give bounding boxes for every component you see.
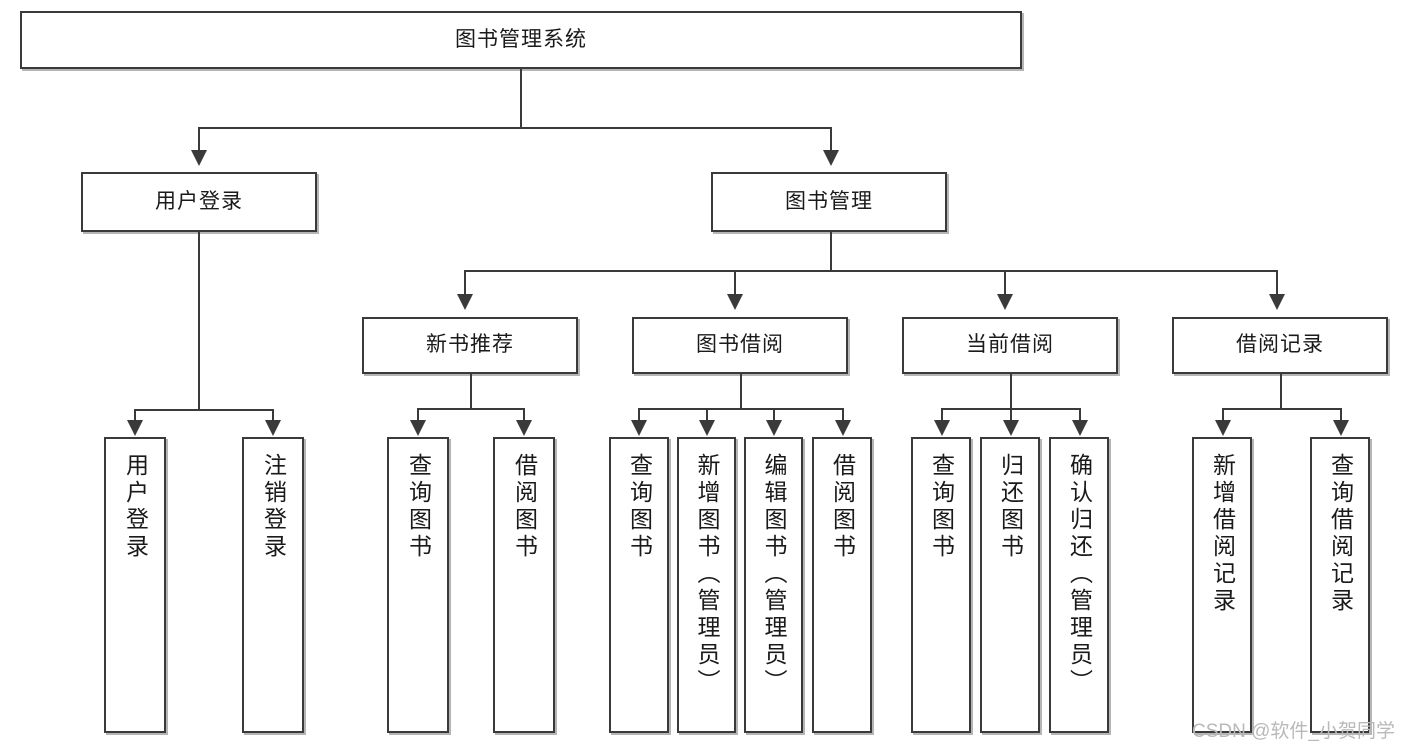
connector-bb-drop-3: [773, 408, 775, 421]
node-user-login[interactable]: 用户登录: [81, 172, 317, 232]
arrowhead-leaf-borrow-book-1: [516, 420, 532, 436]
leaf-borrow-book-2[interactable]: 借阅图书: [812, 437, 872, 733]
arrowhead-leaf-user-login: [127, 420, 143, 436]
leaf-query-book-3-label: 查询图书: [928, 453, 955, 561]
node-root[interactable]: 图书管理系统: [20, 11, 1022, 69]
arrowhead-current-borrow: [997, 294, 1013, 310]
connector-nbr-drop-2: [523, 408, 525, 421]
leaf-confirm-return[interactable]: 确认归还（管理员）: [1049, 437, 1109, 733]
connector-cb-drop-2: [1010, 408, 1012, 421]
node-book-borrow-label: 图书借阅: [696, 333, 784, 357]
connector-root-to-book-management: [830, 127, 832, 151]
connector-borrow-record-stem: [1280, 374, 1282, 409]
leaf-user-logout-label: 注销登录: [260, 453, 287, 561]
connector-book-borrow-bus: [638, 408, 842, 410]
arrowhead-leaf-query-book-1: [410, 420, 426, 436]
connector-current-borrow-stem: [1010, 374, 1012, 409]
leaf-query-book-2-label: 查询图书: [626, 453, 653, 561]
leaf-confirm-return-label: 确认归还（管理员）: [1066, 453, 1093, 696]
leaf-query-book-2[interactable]: 查询图书: [609, 437, 669, 733]
connector-br-drop-2: [1340, 408, 1342, 421]
leaf-user-login[interactable]: 用户登录: [104, 437, 166, 733]
node-root-label: 图书管理系统: [455, 27, 587, 51]
connector-cb-drop-3: [1079, 408, 1081, 421]
connector-to-book-borrow: [734, 270, 736, 295]
connector-bb-drop-4: [842, 408, 844, 421]
connector-bb-drop-2: [706, 408, 708, 421]
leaf-borrow-book-1-label: 借阅图书: [511, 453, 538, 561]
arrowhead-user-login: [191, 150, 207, 166]
connector-book-borrow-stem: [740, 374, 742, 409]
connector-to-borrow-record: [1276, 270, 1278, 295]
leaf-user-login-label: 用户登录: [122, 453, 149, 561]
arrowhead-borrow-record: [1269, 294, 1285, 310]
connector-borrow-record-bus: [1222, 408, 1340, 410]
connector-user-login-drop-2: [272, 409, 274, 421]
connector-root-to-user-login: [198, 127, 200, 151]
node-borrow-record-label: 借阅记录: [1236, 333, 1324, 357]
leaf-user-logout[interactable]: 注销登录: [242, 437, 304, 733]
node-book-borrow[interactable]: 图书借阅: [632, 317, 848, 374]
connector-root-stem: [520, 69, 522, 128]
node-new-book-recommend-label: 新书推荐: [426, 333, 514, 357]
connector-user-login-stem: [198, 232, 200, 410]
node-book-management[interactable]: 图书管理: [711, 172, 947, 232]
connector-to-new-book-recommend: [464, 270, 466, 295]
arrowhead-new-book-recommend: [457, 294, 473, 310]
arrowhead-leaf-query-book-2: [631, 420, 647, 436]
connector-bb-drop-1: [638, 408, 640, 421]
connector-new-book-recommend-stem: [470, 374, 472, 409]
leaf-add-record-label: 新增借阅记录: [1209, 453, 1236, 615]
connector-level2-bus: [464, 270, 1276, 272]
arrowhead-book-borrow: [727, 294, 743, 310]
leaf-query-record[interactable]: 查询借阅记录: [1310, 437, 1370, 733]
node-new-book-recommend[interactable]: 新书推荐: [362, 317, 578, 374]
leaf-query-book-1[interactable]: 查询图书: [387, 437, 449, 733]
leaf-query-book-3[interactable]: 查询图书: [911, 437, 971, 733]
connector-book-management-stem: [830, 232, 832, 271]
arrowhead-leaf-edit-book: [766, 420, 782, 436]
arrowhead-leaf-return-book: [1003, 420, 1019, 436]
leaf-query-record-label: 查询借阅记录: [1327, 453, 1354, 615]
arrowhead-leaf-confirm-return: [1072, 420, 1088, 436]
arrowhead-book-management: [823, 150, 839, 166]
node-book-management-label: 图书管理: [785, 189, 873, 213]
connector-cb-drop-1: [941, 408, 943, 421]
leaf-add-book[interactable]: 新增图书（管理员）: [677, 437, 736, 733]
leaf-add-record[interactable]: 新增借阅记录: [1192, 437, 1252, 733]
connector-user-login-drop-1: [134, 409, 136, 421]
arrowhead-leaf-user-logout: [265, 420, 281, 436]
node-borrow-record[interactable]: 借阅记录: [1172, 317, 1388, 374]
leaf-return-book[interactable]: 归还图书: [980, 437, 1040, 733]
connector-br-drop-1: [1222, 408, 1224, 421]
leaf-edit-book[interactable]: 编辑图书（管理员）: [744, 437, 803, 733]
node-user-login-label: 用户登录: [155, 189, 243, 213]
connector-nbr-drop-1: [417, 408, 419, 421]
connector-new-book-recommend-bus: [417, 408, 523, 410]
connector-to-current-borrow: [1004, 270, 1006, 295]
arrowhead-leaf-borrow-book-2: [835, 420, 851, 436]
connector-user-login-bus: [134, 409, 272, 411]
arrowhead-leaf-add-record: [1215, 420, 1231, 436]
node-current-borrow-label: 当前借阅: [966, 333, 1054, 357]
connector-root-bus: [198, 127, 832, 129]
leaf-borrow-book-1[interactable]: 借阅图书: [493, 437, 555, 733]
leaf-edit-book-label: 编辑图书（管理员）: [761, 453, 787, 696]
leaf-borrow-book-2-label: 借阅图书: [829, 453, 856, 561]
leaf-add-book-label: 新增图书（管理员）: [694, 453, 720, 696]
node-current-borrow[interactable]: 当前借阅: [902, 317, 1118, 374]
watermark-text: CSDN @软件_小贺同学: [1192, 721, 1395, 742]
arrowhead-leaf-add-book: [699, 420, 715, 436]
arrowhead-leaf-query-book-3: [934, 420, 950, 436]
arrowhead-leaf-query-record: [1333, 420, 1349, 436]
leaf-return-book-label: 归还图书: [997, 453, 1024, 561]
leaf-query-book-1-label: 查询图书: [405, 453, 432, 561]
